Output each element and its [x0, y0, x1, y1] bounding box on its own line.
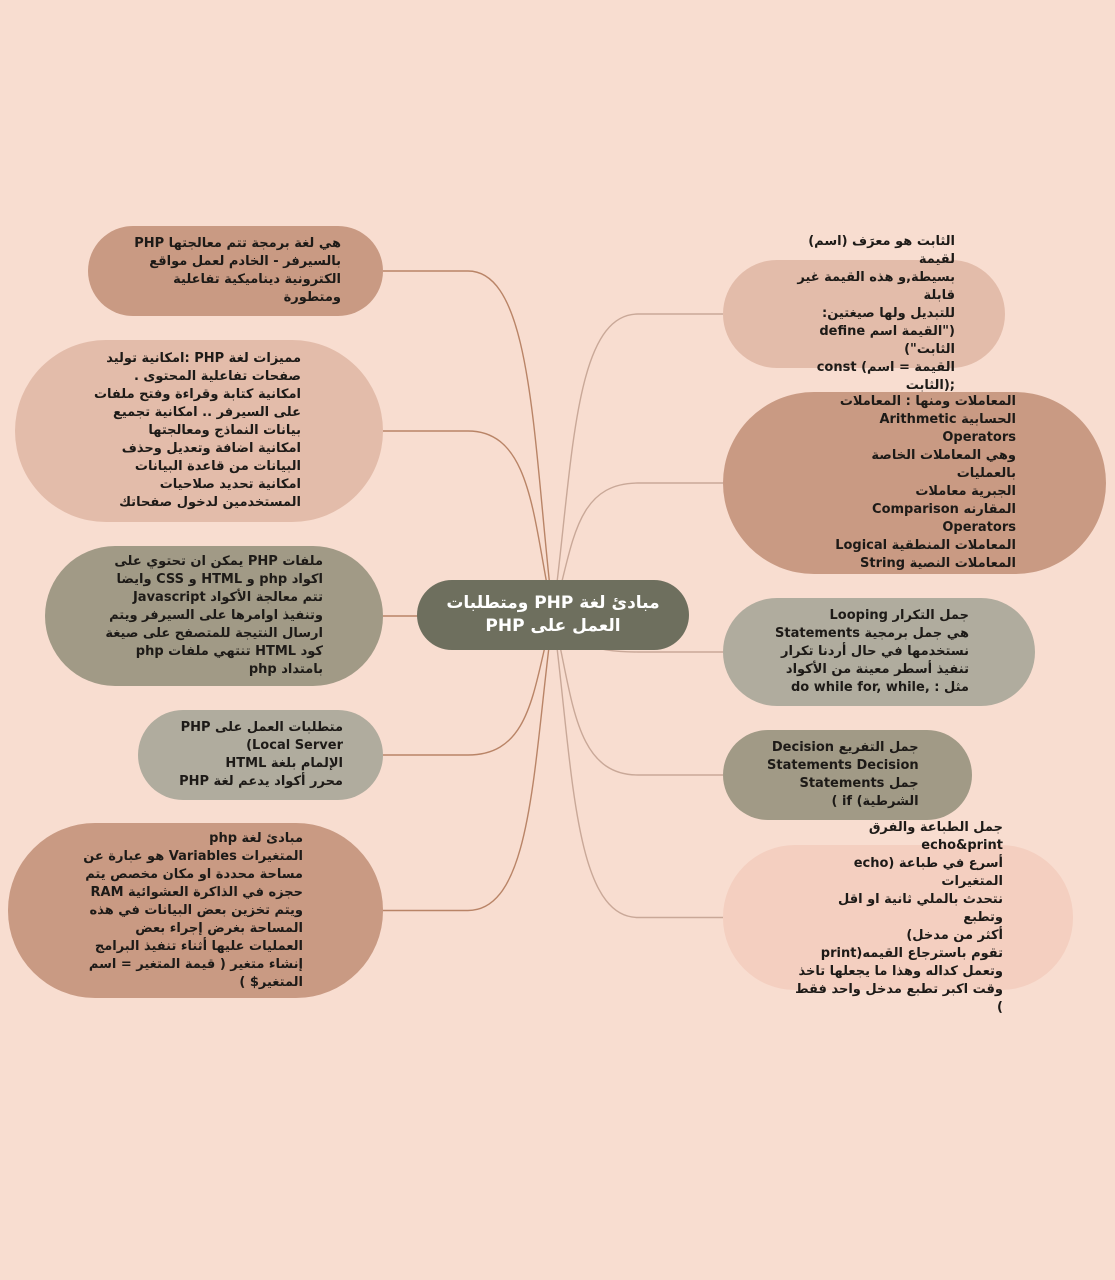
- node-php-variables: مبادئ لغة php المتغيرات Variables هو عبا…: [8, 823, 383, 998]
- connector-echo-print: [552, 614, 723, 919]
- node-operators: المعاملات ومنها : المعاملات الحسابية Ari…: [723, 392, 1106, 574]
- node-echo-print: جمل الطباعة والفرق echo&print echo) أسرع…: [723, 820, 1073, 1015]
- node-decision-text: جمل التفريع Decision Statements Decision…: [767, 740, 919, 809]
- node-php-definition: هي لغة برمجة تتم معالجتها PHP بالسيرفر -…: [88, 226, 383, 316]
- node-php-files: ملفات PHP يمكن ان تحتوي على اكواد php و …: [45, 546, 383, 686]
- connector-constants: [552, 313, 723, 616]
- node-php-files-text: ملفات PHP يمكن ان تحتوي على اكواد php و …: [105, 554, 323, 677]
- node-looping-text: جمل التكرار Looping Statements هي جمل بر…: [775, 608, 969, 695]
- central-topic: مبادئ لغة PHP ومتطلبات العمل على PHP: [417, 580, 689, 650]
- central-topic-text: مبادئ لغة PHP ومتطلبات العمل على PHP: [446, 593, 660, 636]
- node-looping: جمل التكرار Looping Statements هي جمل بر…: [723, 598, 1035, 706]
- node-constants: الثابت هو معرَف (اسم) لقيمة بسيطة,و هذه …: [723, 234, 1005, 393]
- node-php-definition-text: هي لغة برمجة تتم معالجتها PHP بالسيرفر -…: [134, 236, 341, 305]
- node-echo-print-text: جمل الطباعة والفرق echo&print echo) أسرع…: [795, 819, 1003, 1015]
- node-php-requirements-text: متطلبات العمل على PHP (Local Server الإل…: [179, 720, 343, 789]
- node-php-requirements: متطلبات العمل على PHP (Local Server الإل…: [138, 710, 383, 800]
- node-decision: جمل التفريع Decision Statements Decision…: [723, 730, 972, 820]
- connector-php-definition: [383, 270, 554, 616]
- node-constants-text: الثابت هو معرَف (اسم) لقيمة بسيطة,و هذه …: [797, 234, 955, 393]
- connector-php-variables: [383, 614, 554, 912]
- node-php-variables-text: مبادئ لغة php المتغيرات Variables هو عبا…: [83, 830, 303, 990]
- node-operators-text: المعاملات ومنها : المعاملات الحسابية Ari…: [835, 394, 1016, 571]
- node-php-features-text: مميزات لغة PHP :امكانية توليد صفحات تفاع…: [93, 351, 301, 510]
- node-php-features: مميزات لغة PHP :امكانية توليد صفحات تفاع…: [15, 340, 383, 522]
